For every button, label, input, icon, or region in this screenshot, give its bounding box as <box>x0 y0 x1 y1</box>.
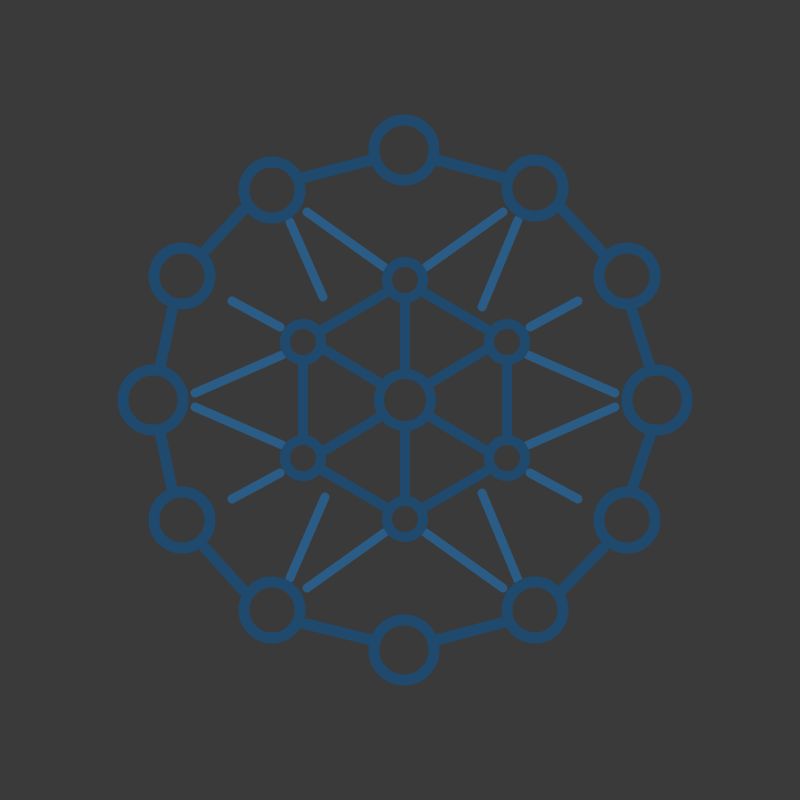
outer-edge <box>199 542 249 596</box>
outer-edge <box>199 204 249 257</box>
inner-edges <box>298 287 512 513</box>
spoke <box>525 296 583 332</box>
spoke <box>421 528 508 593</box>
inner-node <box>382 496 428 542</box>
inner-edge <box>317 287 392 335</box>
spokes <box>190 207 620 593</box>
spoke <box>523 402 620 450</box>
outer-node <box>117 364 189 436</box>
inner-edge <box>320 410 388 455</box>
outer-node <box>621 364 693 436</box>
outer-ring-edges <box>154 154 657 646</box>
outer-node <box>148 242 216 310</box>
outer-node <box>238 156 306 224</box>
outer-edge <box>154 305 178 373</box>
inner-edge <box>418 287 493 335</box>
inner-edge <box>422 345 490 390</box>
outer-node <box>368 114 440 186</box>
center-node <box>374 369 436 431</box>
spoke <box>421 207 508 272</box>
spoke <box>302 207 389 272</box>
spoke <box>302 528 389 593</box>
outer-node <box>593 242 661 310</box>
spoke <box>190 350 287 398</box>
inner-edge <box>317 465 392 513</box>
outer-node <box>238 576 306 644</box>
spoke <box>477 488 523 585</box>
outer-node <box>368 614 440 686</box>
spoke <box>227 468 285 504</box>
spoke <box>477 215 523 312</box>
outer-node <box>148 486 216 554</box>
outer-edge <box>431 154 511 184</box>
inner-nodes <box>280 257 530 542</box>
inner-edge <box>320 345 388 390</box>
outer-node <box>593 486 661 554</box>
inner-node <box>484 319 530 365</box>
spoke <box>227 296 285 332</box>
outer-edge <box>431 616 511 646</box>
inner-node <box>280 319 326 365</box>
outer-nodes <box>117 114 693 686</box>
outer-edge <box>557 542 609 595</box>
inner-node <box>484 435 530 481</box>
outer-node <box>501 576 569 644</box>
outer-edge <box>292 616 377 646</box>
inner-edge <box>418 465 493 513</box>
outer-edge <box>557 204 608 258</box>
outer-edge <box>154 426 178 495</box>
spoke <box>523 350 620 398</box>
spoke <box>285 492 330 583</box>
spoke <box>285 217 328 302</box>
spoke <box>525 468 583 504</box>
outer-node <box>501 154 569 222</box>
outer-edge <box>626 427 657 495</box>
inner-node <box>382 257 428 303</box>
inner-node <box>280 435 326 481</box>
outer-edge <box>626 305 656 373</box>
spoke <box>190 402 287 450</box>
outer-edge <box>292 154 377 185</box>
inner-edge <box>422 410 490 455</box>
